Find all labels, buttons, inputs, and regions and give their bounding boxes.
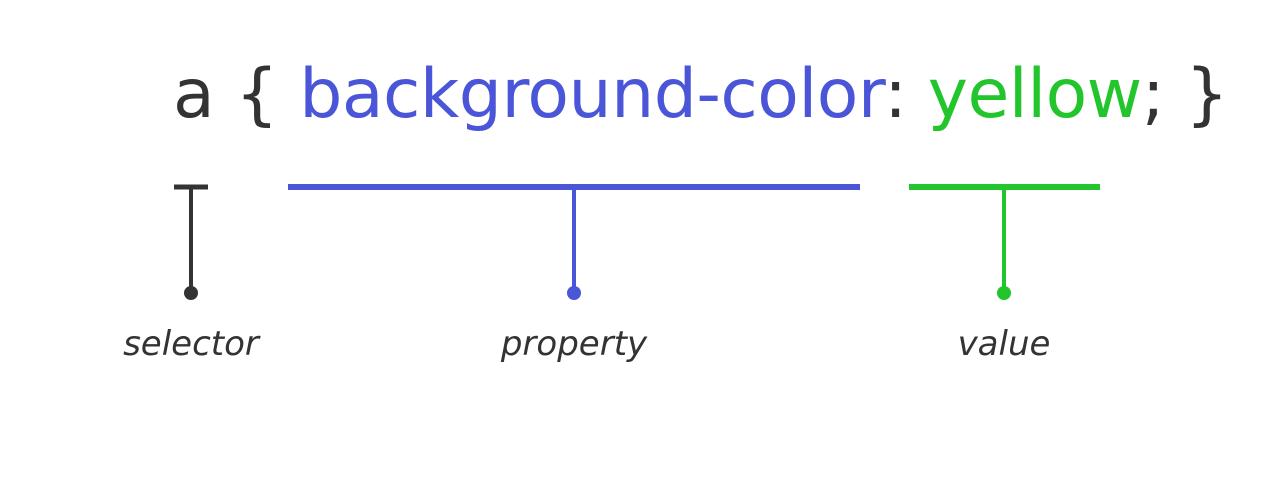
property-token: background-color [299,55,885,134]
open-brace-token: { [235,55,279,134]
selector-bracket [174,184,208,300]
colon-token: : [884,55,907,134]
value-bracket-dot [997,286,1011,300]
property-bracket [288,184,860,300]
value-label: value [957,324,1051,364]
value-token: yellow [927,55,1143,134]
value-bracket [909,184,1100,300]
selector-bracket-dot [184,286,198,300]
semicolon-token: ; [1141,55,1165,134]
selector-label: selector [123,324,259,364]
property-bracket-dot [567,286,581,300]
property-label: property [500,324,648,364]
close-brace-token: } [1185,55,1229,134]
css-rule-code: a { background-color: yellow; } [173,50,1229,140]
selector-token: a [173,55,215,134]
